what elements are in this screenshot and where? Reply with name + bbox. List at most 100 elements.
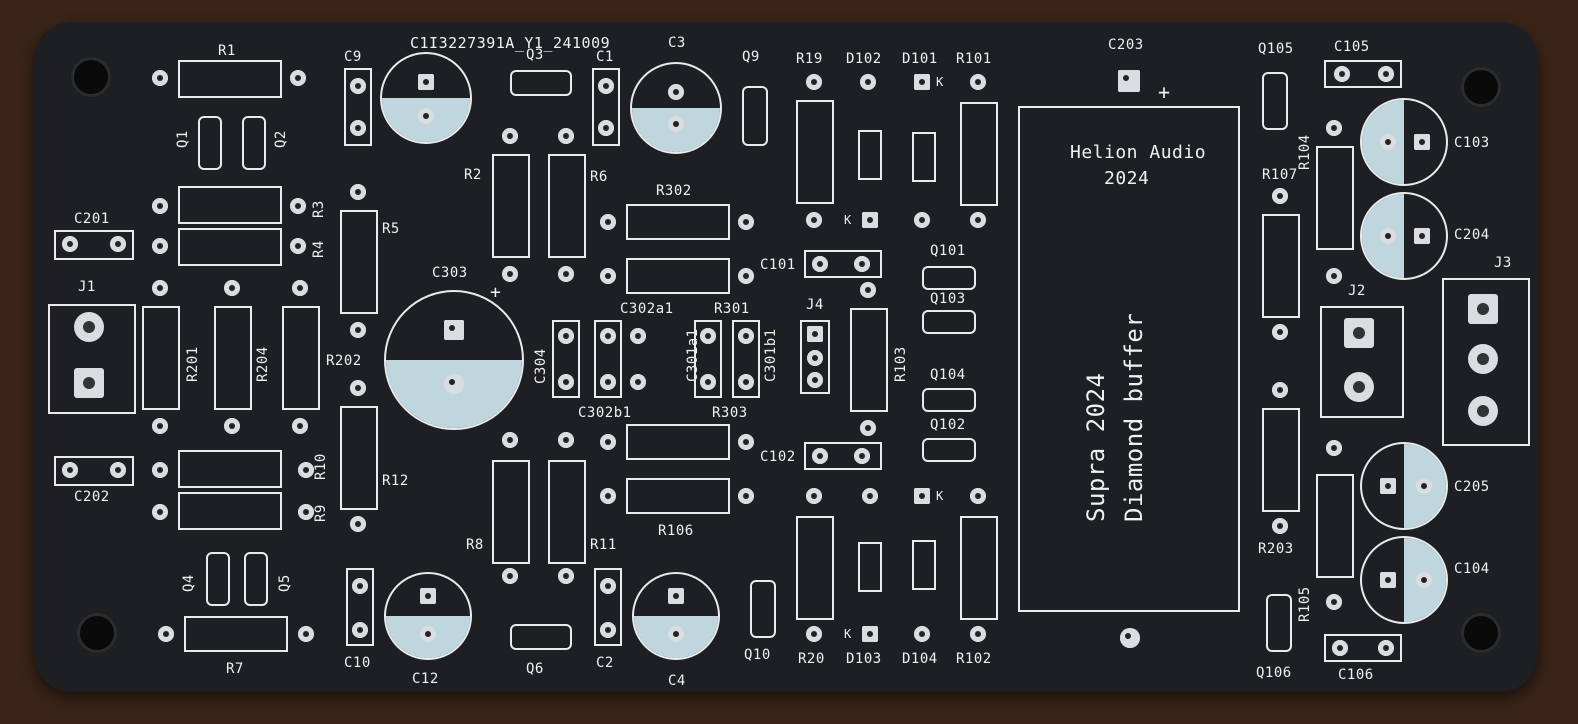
pad [700,328,716,344]
pad [1326,594,1342,610]
pad [862,626,878,642]
pad [110,236,126,252]
electrolytic-cap-c103 [1360,98,1448,186]
terminal [1468,294,1498,324]
transistor-q3 [510,70,572,96]
pad [558,374,574,390]
transistor-q9 [742,86,768,146]
label-j2: J2 [1348,283,1366,299]
resistor-r105 [1316,474,1354,578]
pad [862,488,878,504]
buffer-module [1018,106,1240,612]
label-c205: C205 [1454,479,1490,495]
resistor-r104 [1316,146,1354,250]
pad [290,238,306,254]
label-c104: C104 [1454,561,1490,577]
pad [600,488,616,504]
label-q105: Q105 [1258,41,1294,57]
label-c303: C303 [432,265,468,281]
transistor-q5 [244,552,268,606]
pad [812,256,828,272]
pad [1272,518,1288,534]
label-r5: R5 [382,221,400,237]
pad [806,488,822,504]
label-c103: C103 [1454,135,1490,151]
electrolytic-cap-c204 [1360,192,1448,280]
label-r302: R302 [656,183,692,199]
pad [600,328,616,344]
pad [1378,640,1394,656]
pad [738,214,754,230]
pad [152,70,168,86]
pad [558,568,574,584]
pad [298,462,314,478]
resistor-r12 [340,406,378,510]
pad [418,108,434,124]
pad [558,128,574,144]
pad [1416,572,1432,588]
mounting-hole [1464,616,1498,650]
electrolytic-cap-c205 [1360,442,1448,530]
transistor-q101 [922,266,976,290]
label-r103: R103 [893,346,909,382]
capacitor-c102 [804,442,882,470]
label-c201: C201 [74,211,110,227]
pad [860,74,876,90]
label-j1: J1 [78,279,96,295]
header-j4 [800,320,830,394]
label-r2: R2 [464,167,482,183]
capacitor-c101 [804,250,882,278]
pad [1326,440,1342,456]
resistor-r303 [626,424,730,460]
label-q2: Q2 [273,130,289,148]
pad [350,516,366,532]
pad [970,212,986,228]
label-k: K [844,627,852,641]
electrolytic-cap-c104 [1360,536,1448,624]
pad [630,374,646,390]
resistor-r202 [282,306,320,410]
pad [1378,66,1394,82]
label-r10: R10 [313,453,329,480]
resistor-r19 [796,100,834,204]
transistor-q103 [922,310,976,334]
terminal [1468,396,1498,426]
pad [558,328,574,344]
pad [1334,66,1350,82]
transistor-q2 [242,116,266,170]
resistor-r10 [178,450,282,488]
board-id-text: C1I3227391A_Y1_241009 [410,34,611,52]
pad [152,462,168,478]
pad [598,78,614,94]
pad [418,74,434,90]
pad [350,322,366,338]
label-c302a1: C302a1 [620,301,674,317]
pad [860,420,876,436]
pad [738,488,754,504]
resistor-r101 [960,102,998,206]
transistor-q4 [206,552,230,606]
pad [502,568,518,584]
pad [914,626,930,642]
terminal [74,368,104,398]
pad [738,434,754,450]
connector-j3 [1442,278,1530,446]
resistor-r5 [340,210,378,314]
year-text: 2024 [1104,168,1150,189]
label-r105: R105 [1297,586,1313,622]
pad [420,626,436,642]
pad [738,374,754,390]
label-c2: C2 [596,655,614,671]
transistor-q10 [750,580,776,638]
connector-j1 [48,304,136,414]
label-r101: R101 [956,51,992,67]
pad [158,626,174,642]
electrolytic-cap-c12 [384,572,472,660]
capacitor-c301b1 [732,320,760,398]
pad [668,588,684,604]
pad [290,198,306,214]
label-c102: C102 [760,449,796,465]
pad [668,84,684,100]
pad [224,418,240,434]
